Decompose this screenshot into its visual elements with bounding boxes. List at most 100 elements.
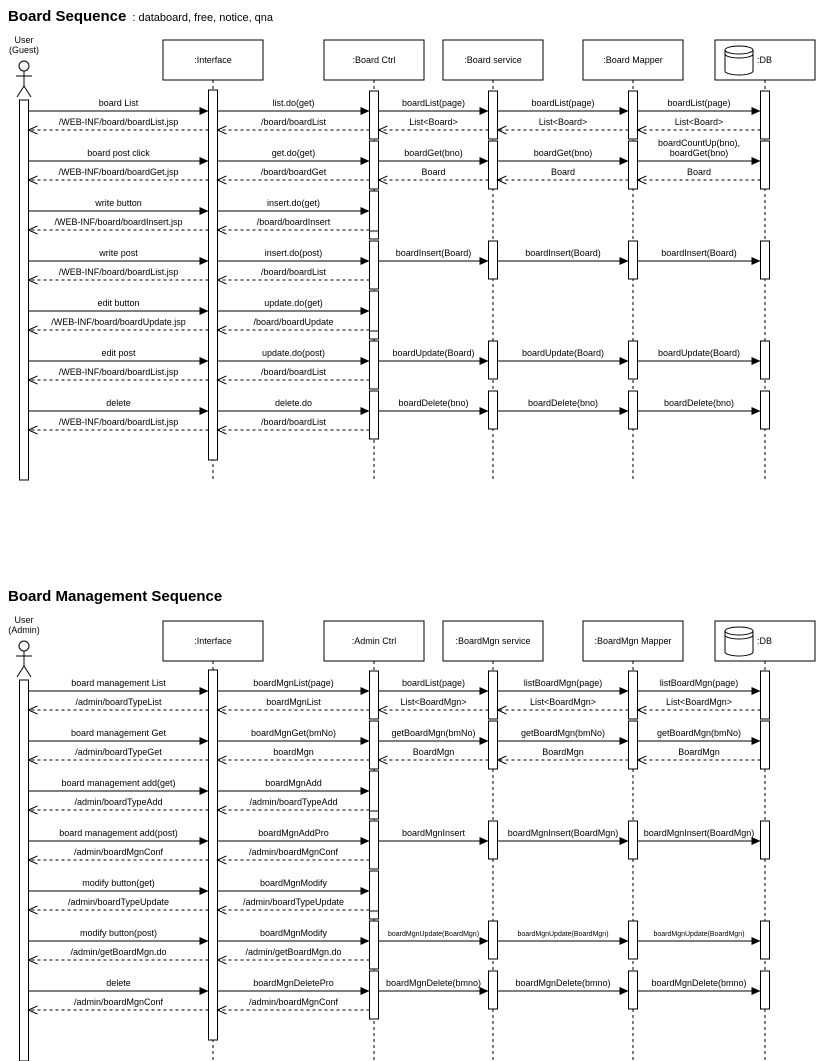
request-label: boardMgnDelete(bmno): [651, 978, 746, 988]
request-label: write button: [94, 198, 142, 208]
activation-bar: [628, 720, 638, 770]
request-label: boardMgnUpdate(BoardMgn): [517, 931, 608, 938]
response-label: List<BoardMgn>: [530, 697, 596, 707]
message-group: board management add(post)boardMgnAddPro…: [29, 820, 770, 870]
actor-activation-bar: [19, 679, 29, 1061]
request-label: board management List: [71, 678, 166, 688]
request-label: boardDelete(bno): [398, 398, 468, 408]
activation-bar: [760, 340, 770, 380]
activation-bar: [628, 920, 638, 960]
activation-bar: [369, 90, 379, 140]
participant-box: [582, 39, 684, 81]
response-label: /admin/boardMgnConf: [74, 997, 164, 1007]
request-label: boardMgnUpdate(BoardMgn): [388, 931, 479, 938]
activation-bar: [488, 970, 498, 1010]
actor-label-role: (Admin): [8, 625, 40, 635]
response-label: boardMgn: [273, 747, 314, 757]
request-label: boardGet(bno): [404, 148, 463, 158]
activation-bar: [760, 90, 770, 140]
activation-bar: [369, 920, 379, 970]
activation-bar: [760, 390, 770, 430]
actor-stick-figure: [16, 640, 32, 678]
request-label: boardMgnDeletePro: [253, 978, 334, 988]
response-label: List<BoardMgn>: [666, 697, 732, 707]
request-label: getBoardMgn(bmNo): [521, 728, 605, 738]
response-label: /WEB-INF/board/boardList.jsp: [59, 117, 179, 127]
response-label: boardMgnList: [266, 697, 321, 707]
request-label: boardInsert(Board): [525, 248, 601, 258]
activation-bar: [369, 340, 379, 390]
activation-bar: [628, 240, 638, 280]
interface-activation-bar: [208, 89, 218, 461]
request-label: boardInsert(Board): [661, 248, 737, 258]
actor-label: User: [14, 615, 33, 625]
request-label: boardMgnDelete(bmno): [515, 978, 610, 988]
request-label: board management add(get): [61, 778, 175, 788]
request-label: delete.do: [275, 398, 312, 408]
response-label: /admin/boardMgnConf: [249, 997, 339, 1007]
section-title: Board Sequence: databoard, free, notice,…: [8, 8, 274, 25]
activation-bar: [369, 290, 379, 332]
request-label: edit button: [97, 298, 139, 308]
request-label: boardMgnGet(bmNo): [251, 728, 336, 738]
request-label: boardCountUp(bno),: [658, 138, 740, 148]
request-label: modify button(get): [82, 878, 155, 888]
participant-box: [714, 620, 816, 662]
request-label: listBoardMgn(page): [524, 678, 603, 688]
message-group: board post click get.do(get) boardGet(bno)…: [29, 138, 770, 190]
request-label: board post click: [87, 148, 150, 158]
response-label: /board/boardGet: [261, 167, 327, 177]
request-label: boardGet(bno): [534, 148, 593, 158]
request-label: boardMgnModify: [260, 878, 328, 888]
participant-box: [582, 620, 684, 662]
activation-bar: [488, 920, 498, 960]
response-label: List<BoardMgn>: [400, 697, 466, 707]
response-label: BoardMgn: [678, 747, 720, 757]
actor-label: User: [14, 35, 33, 45]
activation-bar: [369, 820, 379, 870]
request-label: update.do(get): [264, 298, 323, 308]
response-label: /board/boardUpdate: [253, 317, 333, 327]
participant-label: :Board Ctrl: [352, 55, 395, 65]
response-label: /admin/boardTypeUpdate: [68, 897, 169, 907]
request-label: boardInsert(Board): [396, 248, 472, 258]
activation-bar: [760, 140, 770, 190]
activation-bar: [369, 190, 379, 232]
response-label: /WEB-INF/board/boardUpdate.jsp: [51, 317, 186, 327]
participant-label: :DB: [757, 636, 772, 646]
response-label: List<Board>: [675, 117, 724, 127]
response-label: List<Board>: [539, 117, 588, 127]
response-label: /WEB-INF/board/boardList.jsp: [59, 417, 179, 427]
request-label: edit post: [101, 348, 136, 358]
request-label: boardList(page): [531, 98, 594, 108]
message-group: board management add(get)boardMgnAdd/adm…: [29, 770, 379, 820]
participant-box: [442, 39, 544, 81]
activation-bar: [369, 240, 379, 290]
activation-bar: [369, 390, 379, 440]
activation-bar: [628, 90, 638, 140]
request-label: boardMgnUpdate(BoardMgn): [653, 931, 744, 938]
activation-bar: [628, 140, 638, 190]
request-label: boardList(page): [667, 98, 730, 108]
response-label: /WEB-INF/board/boardGet.jsp: [58, 167, 178, 177]
response-label: /WEB-INF/board/boardInsert.jsp: [54, 217, 182, 227]
participant-label: :DB: [757, 55, 772, 65]
request-label: get.do(get): [272, 148, 316, 158]
response-label: /admin/getBoardMgn.do: [245, 947, 341, 957]
request-label: board management add(post): [59, 828, 178, 838]
activation-bar: [369, 770, 379, 812]
participant-label: :Board service: [464, 55, 522, 65]
actor-activation-bar: [19, 99, 29, 481]
request-label: modify button(post): [80, 928, 157, 938]
participant-label: :Interface: [194, 636, 232, 646]
response-label: List<Board>: [409, 117, 458, 127]
request-label: boardMgnInsert: [402, 828, 466, 838]
request-label: boardGet(bno): [670, 148, 729, 158]
